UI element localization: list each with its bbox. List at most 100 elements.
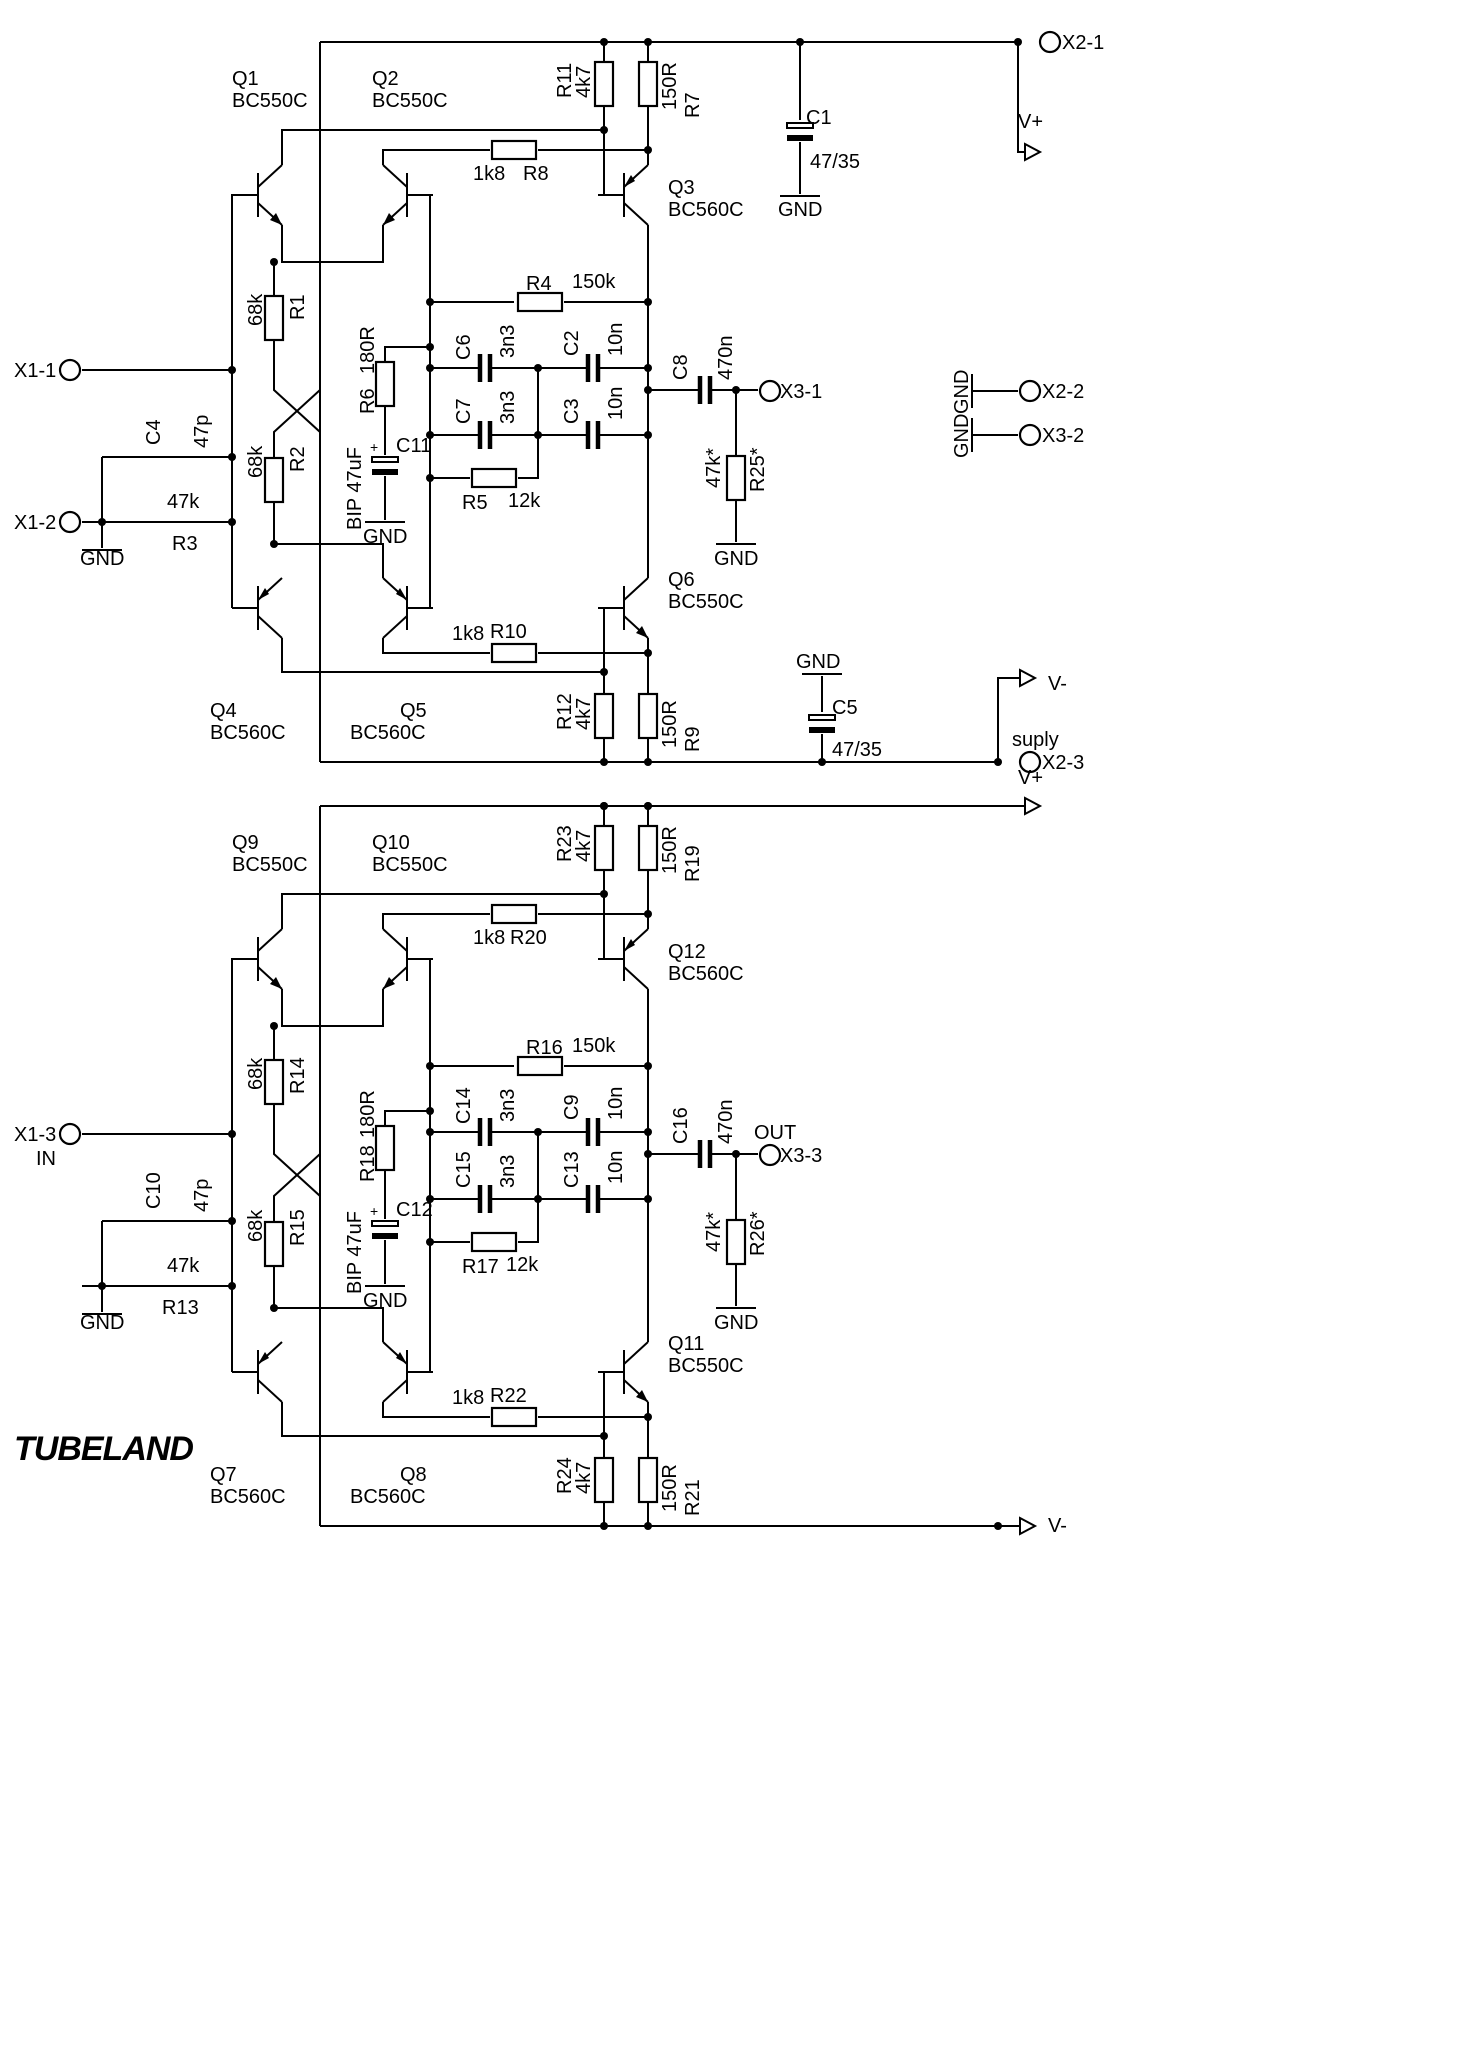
terminal-label-x1-3: X1-3 bbox=[14, 1124, 56, 1146]
transistor-q6 bbox=[597, 577, 649, 639]
value-r20: 1k8 bbox=[473, 927, 505, 949]
value-c16: 470n bbox=[715, 1100, 737, 1145]
net-label-vplus: V+ bbox=[1018, 767, 1043, 789]
gnd-label: GND bbox=[80, 548, 124, 570]
transistor-ref-q11: Q11 bbox=[668, 1333, 704, 1355]
gnd-label: GND bbox=[796, 651, 840, 673]
junction-dot bbox=[732, 1150, 740, 1158]
transistor-part-q2: BC550C bbox=[372, 90, 448, 112]
terminal-x2-1[interactable] bbox=[1038, 30, 1062, 54]
junction-dot bbox=[426, 343, 434, 351]
junction-dot bbox=[426, 1062, 434, 1070]
terminal-x3-2[interactable] bbox=[1018, 423, 1042, 447]
transistor-q10 bbox=[382, 928, 434, 990]
capacitor-c7 bbox=[480, 421, 490, 449]
gnd-label: GND bbox=[363, 1290, 407, 1312]
ref-c4: C4 bbox=[143, 419, 165, 445]
wire bbox=[598, 130, 605, 196]
junction-dot bbox=[426, 1107, 434, 1115]
resistor-r14 bbox=[263, 1058, 285, 1106]
terminal-x1-2[interactable] bbox=[58, 510, 82, 534]
value-c4: 47p bbox=[191, 415, 213, 448]
junction-dot bbox=[600, 38, 608, 46]
vminus-arrow bbox=[1019, 1516, 1038, 1536]
junction-dot bbox=[600, 802, 608, 810]
terminal-x2-2[interactable] bbox=[1018, 379, 1042, 403]
terminal-x3-1[interactable] bbox=[758, 379, 782, 403]
ref-r5: R5 bbox=[462, 492, 488, 514]
transistor-ref-q6: Q6 bbox=[668, 569, 695, 591]
junction-dot bbox=[228, 453, 236, 461]
wire bbox=[281, 638, 604, 673]
ref-r6: R6 bbox=[357, 388, 379, 414]
ref-c6: C6 bbox=[453, 334, 475, 360]
resistor-r12 bbox=[593, 692, 615, 740]
wire bbox=[1017, 42, 1025, 153]
junction-dot bbox=[644, 1195, 652, 1203]
junction-dot bbox=[98, 1282, 106, 1290]
ref-r24: R24 bbox=[554, 1457, 576, 1494]
net-label-vminus: V- bbox=[1048, 673, 1067, 695]
value-r9: 150R bbox=[659, 700, 681, 748]
ref-c3: C3 bbox=[561, 398, 583, 424]
resistor-r17 bbox=[470, 1231, 518, 1253]
transistor-part-q8: BC560C bbox=[350, 1486, 426, 1508]
transistor-part-q11: BC550C bbox=[668, 1355, 744, 1377]
ref-r11: R11 bbox=[554, 63, 576, 98]
resistor-r23 bbox=[593, 824, 615, 872]
gnd-label: GND bbox=[951, 414, 973, 458]
brand-logo: TUBELAND bbox=[14, 1430, 193, 1468]
value-c7: 3n3 bbox=[497, 391, 519, 424]
ref-r10: R10 bbox=[490, 621, 527, 643]
value-r3: 47k bbox=[167, 491, 200, 513]
terminal-x1-3[interactable] bbox=[58, 1122, 82, 1146]
junction-dot bbox=[796, 38, 804, 46]
value-r6: 180R bbox=[357, 326, 379, 374]
junction-dot bbox=[228, 518, 236, 526]
junction-dot bbox=[644, 386, 652, 394]
ref-c1: C1 bbox=[806, 107, 832, 129]
vplus-arrow bbox=[1024, 796, 1043, 816]
ref-r23: R23 bbox=[554, 825, 576, 862]
value-r4: 150k bbox=[572, 271, 616, 293]
transistor-ref-q5: Q5 bbox=[400, 700, 427, 722]
terminal-label-x3-1: X3-1 bbox=[780, 381, 822, 403]
transistor-q7 bbox=[231, 1341, 283, 1403]
terminal-label-x2-3: X2-3 bbox=[1042, 752, 1084, 774]
resistor-r22 bbox=[490, 1406, 538, 1428]
junction-dot bbox=[426, 1128, 434, 1136]
wire bbox=[407, 194, 431, 609]
value-r17: 12k bbox=[506, 1254, 539, 1276]
transistor-part-q6: BC550C bbox=[668, 591, 744, 613]
value-c10: 47p bbox=[191, 1179, 213, 1212]
wire bbox=[518, 368, 539, 479]
value-c6: 3n3 bbox=[497, 325, 519, 358]
value-c15: 3n3 bbox=[497, 1155, 519, 1188]
value-c14: 3n3 bbox=[497, 1089, 519, 1122]
transistor-ref-q8: Q8 bbox=[400, 1464, 427, 1486]
wire bbox=[274, 543, 384, 578]
net-label-supply: suply bbox=[1012, 729, 1059, 751]
junction-dot bbox=[98, 518, 106, 526]
value-c8: 470n bbox=[715, 336, 737, 381]
junction-dot bbox=[426, 474, 434, 482]
value-r23: 4k7 bbox=[573, 830, 595, 862]
ref-r16: R16 bbox=[526, 1037, 563, 1059]
transistor-part-q9: BC550C bbox=[232, 854, 308, 876]
resistor-r20 bbox=[490, 903, 538, 925]
terminal-x3-3[interactable] bbox=[758, 1143, 782, 1167]
value-r2: 68k bbox=[245, 445, 267, 478]
junction-dot bbox=[644, 431, 652, 439]
gnd-label: GND bbox=[951, 370, 973, 414]
junction-dot bbox=[426, 298, 434, 306]
junction-dot bbox=[270, 258, 278, 266]
junction-dot bbox=[644, 802, 652, 810]
terminal-label-x2-1: X2-1 bbox=[1062, 32, 1104, 54]
transistor-q4 bbox=[231, 577, 283, 639]
transistor-ref-q4: Q4 bbox=[210, 700, 237, 722]
value-r13: 47k bbox=[167, 1255, 200, 1277]
junction-dot bbox=[644, 146, 652, 154]
wire bbox=[281, 129, 604, 165]
junction-dot bbox=[534, 1128, 542, 1136]
terminal-x1-1[interactable] bbox=[58, 358, 82, 382]
